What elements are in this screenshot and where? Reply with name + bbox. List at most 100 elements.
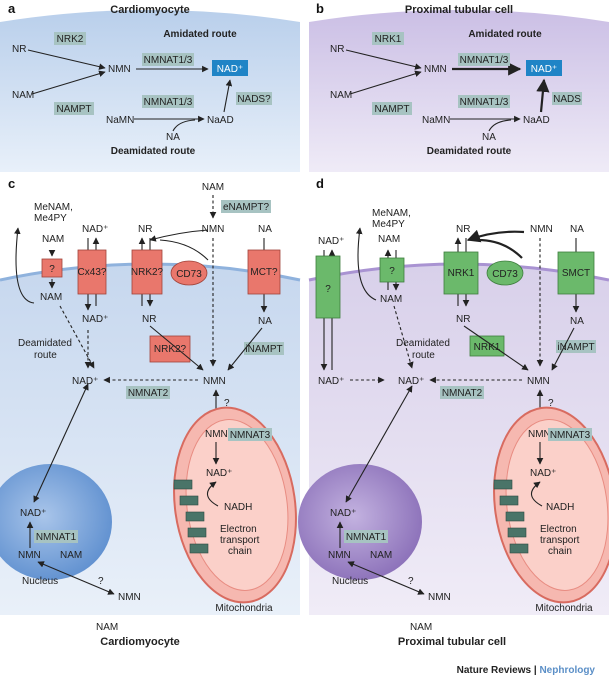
panel-c-nmn-out: NMN [118,592,141,603]
panel-b-cell [309,10,609,172]
panel-d-letter: d [316,176,324,191]
panel-c-inampt: iNAMPT [245,344,282,355]
panel-c-nrk-tr: NRK2? [131,267,164,278]
panel-c: c MeNAM, Me4PY NAM ? NAM NAD⁺ Cx43? NAD⁺… [0,176,301,648]
panel-a-nrk: NRK2 [57,34,84,45]
panel-d-nmn-nuc: NMN [328,550,351,561]
panel-d-inampt: iNAMPT [557,342,594,353]
panel-c-nmnat1-box [34,530,78,543]
panel-a-nam: NAM [12,90,34,101]
panel-b-nad: NAD⁺ [531,64,557,75]
panel-b-naad: NaAD [523,115,550,126]
panel-c-nrk-in: NRK2? [154,344,187,355]
panel-c-etc2: transport [220,535,260,546]
panel-d-nmn-cyto: NMN [527,376,550,387]
panel-c-nam-in: NAM [40,292,62,303]
panel-a-deamidated-label: Deamidated route [111,146,196,157]
panel-c-nucleus-label: Nucleus [22,576,58,587]
panel-a-namn: NaMN [106,115,134,126]
panel-c-nrk-intracellular-box [149,335,191,363]
panel-d-nucleus-label: Nucleus [332,576,368,587]
panel-d-smct-transporter [557,251,595,295]
panel-a-na: NA [166,132,180,143]
panel-c-na-out: NA [258,224,272,235]
panel-d-nad-cyto: NAD⁺ [398,376,424,387]
panel-c-etc1: Electron [220,524,257,535]
panel-d-nrk-intracellular-box [469,335,505,357]
panel-d-smct: SMCT [562,268,590,279]
panel-c-nmn-mito: NMN [205,429,228,440]
panel-d-nrk-transporter [443,251,479,295]
panel-a-title: Cardiomyocyte [110,4,189,16]
panel-a-nmnat-top: NMNAT1/3 [144,55,193,66]
panel-d-cd73-label: CD73 [492,269,518,280]
panel-c-q-mito: ? [224,398,230,409]
panel-d-nam-in: NAM [380,294,402,305]
panel-d-nmn-out: NMN [428,592,451,603]
panel-d-nad-mito: NAD⁺ [530,468,556,479]
panel-a-amidated-label: Amidated route [163,29,237,40]
panel-c-nrk-transporter [131,249,163,295]
panel-b-amidated-label: Amidated route [468,29,542,40]
panel-c-nad-nuc: NAD⁺ [20,508,46,519]
panel-a-nr: NR [12,44,26,55]
panel-d-etc1: Electron [540,524,577,535]
panel-d-nucleus [298,464,422,580]
panel-a-nampt: NAMPT [57,104,92,115]
panel-d-nmnat1: NMNAT1 [346,532,387,543]
panel-c-unknown-transporter [41,258,63,278]
panel-d-nad-out: NAD⁺ [318,236,344,247]
panel-d-etc2: transport [540,535,580,546]
panel-d-deam2: route [412,350,435,361]
panel-c-nmnat3-box [228,428,272,441]
panel-c-nr-out: NR [138,224,152,235]
panel-d-mito-label: Mitochondria [535,603,593,614]
panel-d-cd73 [486,260,524,286]
panel-c-enampt-box [221,200,271,213]
panel-d-q-mito: ? [548,398,554,409]
panel-d-nmnat3: NMNAT3 [550,430,591,441]
panel-c-menam: MeNAM, [34,202,73,213]
panel-d-nrk-in: NRK1 [474,342,501,353]
panel-c-nad-mito: NAD⁺ [206,468,232,479]
panel-d-na-out: NA [570,224,584,235]
panel-a-nad-box [212,60,248,76]
panel-b-na: NA [482,132,496,143]
panel-a-nmnat-bottom: NMNAT1/3 [144,97,193,108]
panel-c-na-in: NA [258,316,272,327]
panel-a-nmnat-bottom-box [142,95,194,108]
panel-c-deam2: route [34,350,57,361]
panel-c-cd73 [170,260,208,286]
journal-section: Nephrology [539,665,595,676]
panel-d-nam-bottom: NAM [410,622,432,633]
panel-c-nmn-cyto: NMN [203,376,226,387]
panel-d-nmnat2-box [440,386,484,399]
panel-c-cx43-nad-in: NAD⁺ [82,314,108,325]
panel-d-nrk-tr: NRK1 [448,268,475,279]
panel-a-nrk-box [54,32,86,45]
panel-d-unknown-transporter-1 [315,255,341,319]
panel-d: d NAD⁺ ? NAD⁺ NAM ? NAM MeNAM, Me4PY NR … [298,176,609,648]
panel-c-nmnat2: NMNAT2 [128,388,169,399]
panel-d-na-in: NA [570,316,584,327]
panel-d-unknown-transporter-2 [379,257,405,283]
panel-b-nads: NADS [553,94,581,105]
panel-c-etc3: chain [228,546,252,557]
panel-b-nads-box [552,92,582,105]
panel-b: b Proximal tubular cell Amidated route N… [309,1,609,172]
panel-a-nad: NAD⁺ [217,64,243,75]
panel-c-nmnat1: NMNAT1 [36,532,77,543]
panel-c-mito-label: Mitochondria [215,603,273,614]
panel-c-nmnat3: NMNAT3 [230,430,271,441]
panel-b-nmnat-bottom-box [458,95,510,108]
panel-d-nam-out: NAM [378,234,400,245]
panel-c-cx43: Cx43? [78,267,107,278]
panel-d-unknown-label-2: ? [389,266,395,277]
panel-c-nam-top: NAM [202,182,224,193]
panel-a-nads-box [236,92,272,105]
panel-c-letter: c [8,176,15,191]
panel-b-nmnat-bottom: NMNAT1/3 [460,97,509,108]
panel-c-nam-nuc: NAM [60,550,82,561]
panel-d-nmnat3-box [548,428,592,441]
panel-d-nmn-top: NMN [530,224,553,235]
